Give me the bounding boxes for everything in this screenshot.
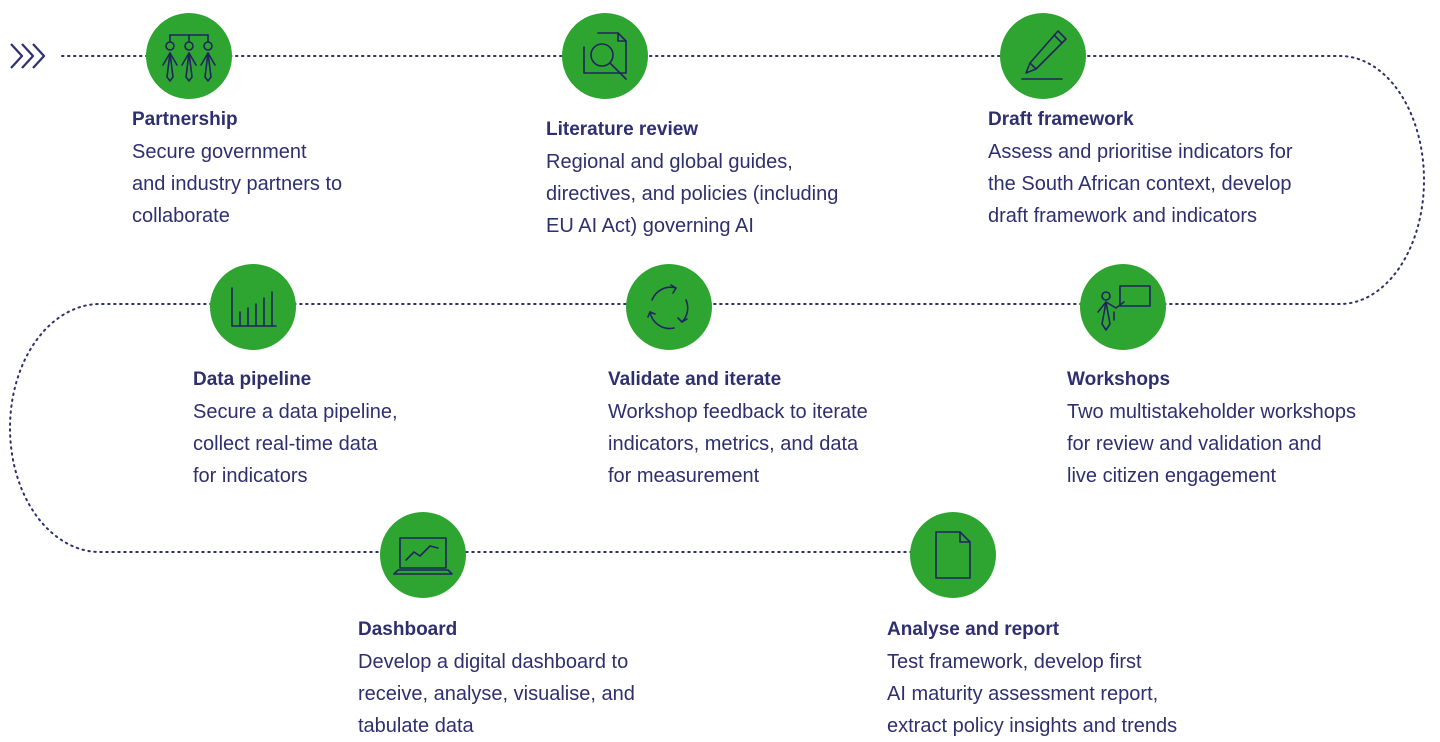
step-analyse-report: Analyse and report Test framework, devel… (887, 618, 1267, 742)
step-title: Validate and iterate (608, 369, 782, 390)
step-title: Workshops (1067, 369, 1171, 390)
laptop-chart-icon (393, 537, 453, 575)
step-description: Two multistakeholder workshops for revie… (1067, 401, 1357, 487)
node-literature-review (562, 13, 648, 99)
node-workshops (1080, 264, 1166, 350)
step-draft-framework: Draft framework Assess and prioritise in… (988, 108, 1368, 232)
step-title: Partnership (132, 109, 238, 130)
step-description: Workshop feedback to iterate indicators,… (608, 401, 868, 487)
step-title: Draft framework (988, 109, 1134, 130)
step-data-pipeline: Data pipeline Secure a data pipeline, co… (193, 368, 493, 492)
node-dashboard (380, 512, 466, 598)
node-partnership (146, 13, 232, 99)
step-literature-review: Literature review Regional and global gu… (546, 118, 926, 242)
step-title: Literature review (546, 119, 699, 140)
document-icon (935, 531, 971, 579)
step-description: Test framework, develop first AI maturit… (887, 651, 1178, 737)
people-hierarchy-icon (162, 34, 216, 82)
step-description: Secure government and industry partners … (132, 141, 343, 227)
document-search-icon (583, 32, 627, 80)
step-description: Regional and global guides, directives, … (546, 151, 839, 237)
step-description: Assess and prioritise indicators for the… (988, 141, 1293, 227)
step-title: Dashboard (358, 619, 458, 640)
step-title: Analyse and report (887, 619, 1060, 640)
step-description: Secure a data pipeline, collect real-tim… (193, 401, 398, 487)
node-draft-framework (1000, 13, 1086, 99)
presenter-board-icon (1097, 285, 1151, 331)
cycle-arrows-icon (647, 284, 689, 330)
step-title: Data pipeline (193, 369, 312, 390)
bar-chart-icon (231, 287, 277, 327)
node-validate-iterate (626, 264, 712, 350)
start-chevrons-icon (10, 43, 46, 69)
step-partnership: Partnership Secure government and indust… (132, 108, 462, 232)
step-validate-iterate: Validate and iterate Workshop feedback t… (608, 368, 948, 492)
node-analyse-report (910, 512, 996, 598)
step-dashboard: Dashboard Develop a digital dashboard to… (358, 618, 718, 742)
step-description: Develop a digital dashboard to receive, … (358, 651, 635, 737)
node-data-pipeline (210, 264, 296, 350)
pencil-icon (1021, 30, 1067, 80)
step-workshops: Workshops Two multistakeholder workshops… (1067, 368, 1427, 492)
